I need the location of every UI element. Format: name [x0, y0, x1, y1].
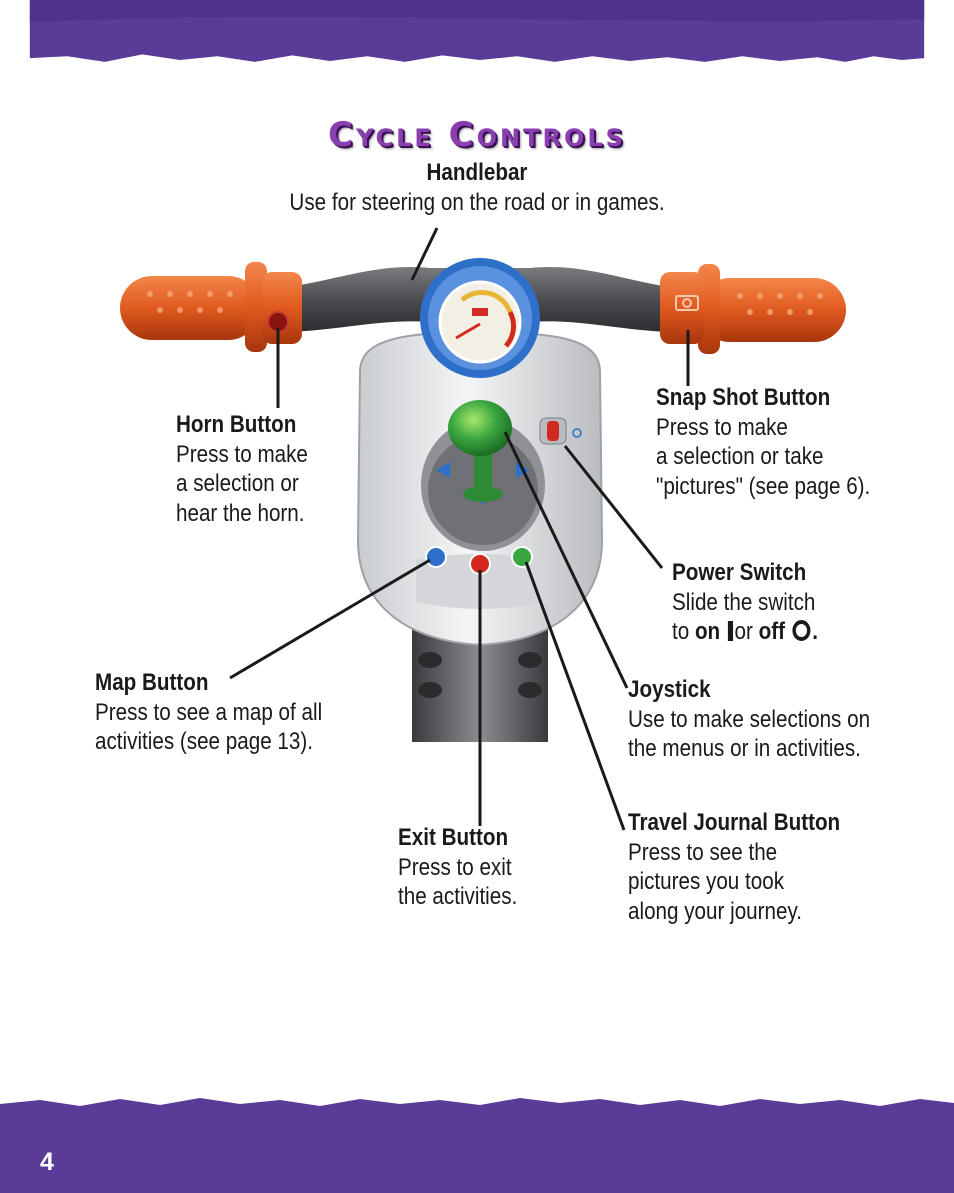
snap-shot-line: "pictures" (see page 6).: [656, 472, 871, 500]
left-grip[interactable]: [120, 262, 302, 352]
power-switch-line: Slide the switch: [672, 588, 816, 616]
journal-icon[interactable]: [511, 546, 533, 568]
bottom-banner: [0, 1098, 954, 1193]
joystick-line: Use to make selections on: [628, 705, 871, 733]
power-switch-callout: Power Switch Slide the switch to on or o…: [672, 558, 818, 647]
top-banner: [29, 0, 925, 62]
handlebar-description: Use for steering on the road or in games…: [289, 188, 665, 216]
exit-button-line: Press to exit: [398, 853, 512, 881]
leader-lines: [229, 227, 690, 831]
exit-button-heading: Exit Button: [398, 824, 509, 851]
snap-shot-heading: Snap Shot Button: [656, 384, 831, 411]
travel-journal-line: along your journey.: [628, 897, 803, 925]
travel-journal-line: Press to see the: [628, 838, 778, 866]
snap-shot-line: a selection or take: [656, 443, 824, 470]
right-grip[interactable]: [660, 264, 846, 354]
page-title: Cycle Controls: [328, 114, 626, 155]
horn-button-heading: Horn Button: [176, 411, 297, 438]
page-number: 4: [40, 1148, 54, 1176]
horn-button-callout: Horn Button Press to make a selection or…: [176, 410, 308, 528]
joystick-line: the menus or in activities.: [628, 735, 861, 762]
handlebar-callout: Handlebar Use for steering on the road o…: [219, 158, 735, 217]
on-label: on: [694, 618, 721, 645]
joystick[interactable]: [448, 400, 512, 456]
map-button-callout: Map Button Press to see a map of all act…: [95, 668, 322, 757]
map-icon[interactable]: [425, 546, 447, 568]
snap-shot-line: Press to make: [656, 413, 788, 441]
map-button-heading: Map Button: [95, 669, 209, 696]
power-switch[interactable]: [539, 417, 582, 445]
map-button-line: activities (see page 13).: [95, 728, 313, 755]
travel-journal-heading: Travel Journal Button: [628, 809, 841, 836]
horn-button-line: hear the horn.: [176, 499, 305, 527]
travel-journal-line: pictures you took: [628, 868, 785, 895]
snap-shot-button-callout: Snap Shot Button Press to make a selecti…: [656, 383, 870, 501]
joystick-callout: Joystick Use to make selections on the m…: [628, 675, 870, 764]
joystick-heading: Joystick: [628, 676, 711, 703]
power-switch-heading: Power Switch: [672, 559, 807, 586]
horn-button-line: a selection or: [176, 470, 299, 497]
exit-button-callout: Exit Button Press to exit the activities…: [398, 823, 517, 912]
power-to-text: to: [672, 618, 690, 645]
camera-icon[interactable]: [675, 295, 699, 311]
power-period: .: [812, 618, 818, 645]
off-symbol-icon: [792, 620, 811, 641]
handlebar-heading: Handlebar: [426, 159, 528, 186]
on-symbol-icon: [727, 621, 733, 641]
horn-button-line: Press to make: [176, 440, 308, 468]
button-panel: [416, 554, 548, 609]
travel-journal-callout: Travel Journal Button Press to see the p…: [628, 808, 840, 926]
power-or-text: or: [734, 618, 753, 645]
off-label: off: [758, 618, 785, 645]
speedometer: [420, 258, 540, 378]
exit-button-line: the activities.: [398, 883, 518, 910]
power-switch-line: to on or off .: [672, 617, 818, 647]
map-button-line: Press to see a map of all: [95, 698, 323, 726]
